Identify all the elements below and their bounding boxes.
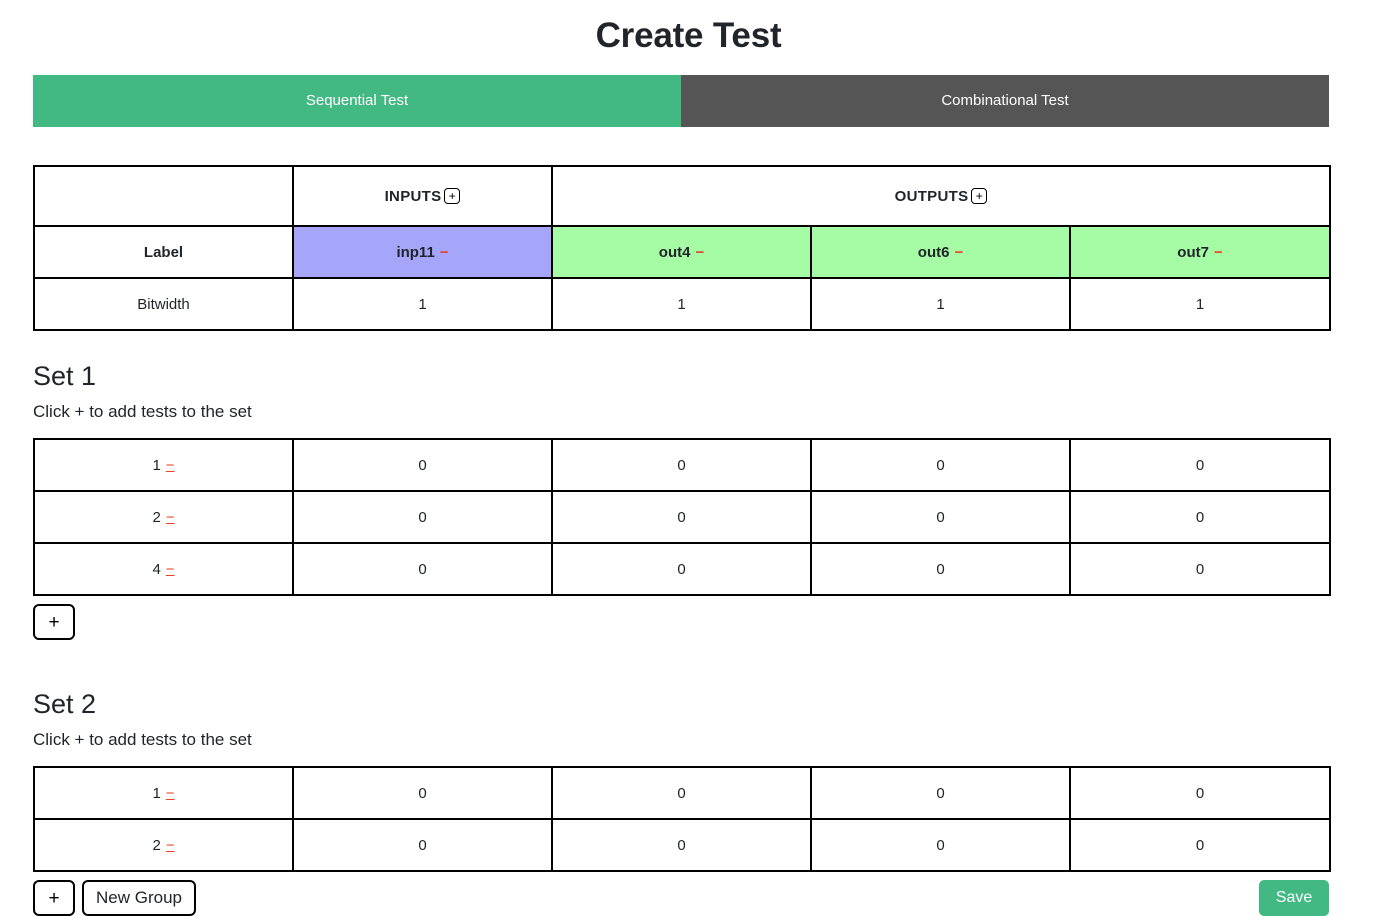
set-1-row-2-cell-inp11[interactable]: 0 bbox=[292, 490, 553, 544]
table-row: 1− 0 0 0 0 bbox=[33, 438, 1331, 492]
save-button[interactable]: Save bbox=[1259, 880, 1329, 916]
set-1-row-1-cell-inp11[interactable]: 0 bbox=[292, 438, 553, 492]
io-column-header-out6[interactable]: out6− bbox=[810, 225, 1071, 279]
io-column-name-inp11: inp11 bbox=[396, 243, 435, 261]
io-bitwidth-row: Bitwidth 1 1 1 1 bbox=[33, 277, 1331, 331]
io-group-header-row: INPUTS + OUTPUTS + bbox=[33, 165, 1331, 227]
tab-combinational-test-label: Combinational Test bbox=[941, 92, 1069, 109]
remove-set-1-row-1-icon[interactable]: − bbox=[165, 456, 175, 474]
set-1-row-4-index-cell: 4− bbox=[33, 542, 294, 596]
set-2-table: 1− 0 0 0 0 2− 0 0 0 0 bbox=[33, 766, 1331, 872]
remove-column-out4-icon[interactable]: − bbox=[695, 243, 705, 261]
io-definition-table: INPUTS + OUTPUTS + Label inp11− ou bbox=[33, 165, 1331, 331]
table-row: 2− 0 0 0 0 bbox=[33, 818, 1331, 872]
set-2-row-1-cell-inp11[interactable]: 0 bbox=[292, 766, 553, 820]
set-2-row-2-cell-out7[interactable]: 0 bbox=[1069, 818, 1331, 872]
tab-sequential-test[interactable]: Sequential Test bbox=[33, 75, 681, 127]
remove-set-2-row-1-icon[interactable]: − bbox=[165, 784, 175, 802]
set-2-row-1-index: 1 bbox=[152, 784, 161, 802]
set-1-subtitle: Click + to add tests to the set bbox=[33, 402, 252, 421]
table-row: 2− 0 0 0 0 bbox=[33, 490, 1331, 544]
set-1-row-4-cell-out7[interactable]: 0 bbox=[1069, 542, 1331, 596]
io-column-header-out7[interactable]: out7− bbox=[1069, 225, 1331, 279]
set-1-row-4-cell-out6[interactable]: 0 bbox=[810, 542, 1071, 596]
set-1-row-1-index-cell: 1− bbox=[33, 438, 294, 492]
inputs-group-header: INPUTS + bbox=[292, 165, 553, 227]
io-column-name-out7: out7 bbox=[1177, 243, 1209, 261]
set-1-section: Set 1 Click + to add tests to the set 1−… bbox=[0, 359, 1377, 640]
set-1-button-row: + bbox=[33, 604, 1329, 640]
set-1-row-1-cell-out6[interactable]: 0 bbox=[810, 438, 1071, 492]
set-2-row-2-cell-out4[interactable]: 0 bbox=[551, 818, 812, 872]
tab-sequential-test-label: Sequential Test bbox=[305, 92, 409, 109]
set-1-row-1-index: 1 bbox=[152, 456, 161, 474]
set-1-row-4-cell-inp11[interactable]: 0 bbox=[292, 542, 553, 596]
set-1-row-4-cell-out4[interactable]: 0 bbox=[551, 542, 812, 596]
remove-column-out7-icon[interactable]: − bbox=[1213, 243, 1223, 261]
set-2-row-1-cell-out4[interactable]: 0 bbox=[551, 766, 812, 820]
set-1-table: 1− 0 0 0 0 2− 0 0 0 0 bbox=[33, 438, 1331, 596]
set-1-row-4-index: 4 bbox=[152, 560, 161, 578]
outputs-group-header: OUTPUTS + bbox=[551, 165, 1331, 227]
footer-button-row: + New Group Save bbox=[33, 880, 1329, 916]
set-2-row-2-index: 2 bbox=[152, 836, 161, 854]
add-test-row-set-2-button[interactable]: + bbox=[33, 880, 75, 916]
set-2-subtitle: Click + to add tests to the set bbox=[33, 730, 252, 749]
io-corner-cell bbox=[33, 165, 294, 227]
bitwidth-out4[interactable]: 1 bbox=[551, 277, 812, 331]
set-2-row-1-cell-out7[interactable]: 0 bbox=[1069, 766, 1331, 820]
remove-column-out6-icon[interactable]: − bbox=[954, 243, 964, 261]
io-column-header-out4[interactable]: out4− bbox=[551, 225, 812, 279]
inputs-group-label: INPUTS bbox=[384, 187, 442, 205]
tab-combinational-test[interactable]: Combinational Test bbox=[681, 75, 1329, 127]
bitwidth-row-header: Bitwidth bbox=[33, 277, 294, 331]
bitwidth-inp11[interactable]: 1 bbox=[292, 277, 553, 331]
add-input-icon[interactable]: + bbox=[444, 188, 461, 204]
table-row: 4− 0 0 0 0 bbox=[33, 542, 1331, 596]
set-1-row-2-cell-out6[interactable]: 0 bbox=[810, 490, 1071, 544]
set-2-row-1-cell-out6[interactable]: 0 bbox=[810, 766, 1071, 820]
set-2-row-1-index-cell: 1− bbox=[33, 766, 294, 820]
remove-set-2-row-2-icon[interactable]: − bbox=[165, 836, 175, 854]
remove-set-1-row-2-icon[interactable]: − bbox=[165, 508, 175, 526]
set-1-row-2-index-cell: 2− bbox=[33, 490, 294, 544]
bitwidth-out6[interactable]: 1 bbox=[810, 277, 1071, 331]
label-row-header: Label bbox=[33, 225, 294, 279]
set-2-row-2-cell-out6[interactable]: 0 bbox=[810, 818, 1071, 872]
table-row: 1− 0 0 0 0 bbox=[33, 766, 1331, 820]
add-test-row-set-1-button[interactable]: + bbox=[33, 604, 75, 640]
set-2-section: Set 2 Click + to add tests to the set 1−… bbox=[0, 687, 1377, 916]
set-1-row-1-cell-out7[interactable]: 0 bbox=[1069, 438, 1331, 492]
set-1-row-2-cell-out7[interactable]: 0 bbox=[1069, 490, 1331, 544]
io-label-row: Label inp11− out4− out6− out7− bbox=[33, 225, 1331, 279]
io-column-name-out4: out4 bbox=[658, 243, 691, 261]
page-title: Create Test bbox=[595, 16, 782, 55]
add-output-icon[interactable]: + bbox=[971, 188, 988, 204]
bitwidth-out7[interactable]: 1 bbox=[1069, 277, 1331, 331]
remove-set-1-row-4-icon[interactable]: − bbox=[165, 560, 175, 578]
io-column-name-out6: out6 bbox=[917, 243, 950, 261]
set-1-row-2-cell-out4[interactable]: 0 bbox=[551, 490, 812, 544]
new-group-button[interactable]: New Group bbox=[82, 880, 196, 916]
set-2-row-2-index-cell: 2− bbox=[33, 818, 294, 872]
set-1-row-2-index: 2 bbox=[152, 508, 161, 526]
set-2-title: Set 2 bbox=[33, 689, 97, 719]
set-2-row-2-cell-inp11[interactable]: 0 bbox=[292, 818, 553, 872]
remove-column-inp11-icon[interactable]: − bbox=[439, 243, 449, 261]
io-column-header-inp11[interactable]: inp11− bbox=[292, 225, 553, 279]
outputs-group-label: OUTPUTS bbox=[894, 187, 969, 205]
set-1-row-1-cell-out4[interactable]: 0 bbox=[551, 438, 812, 492]
set-1-title: Set 1 bbox=[33, 361, 97, 391]
test-type-tabs: Sequential Test Combinational Test bbox=[33, 75, 1329, 127]
